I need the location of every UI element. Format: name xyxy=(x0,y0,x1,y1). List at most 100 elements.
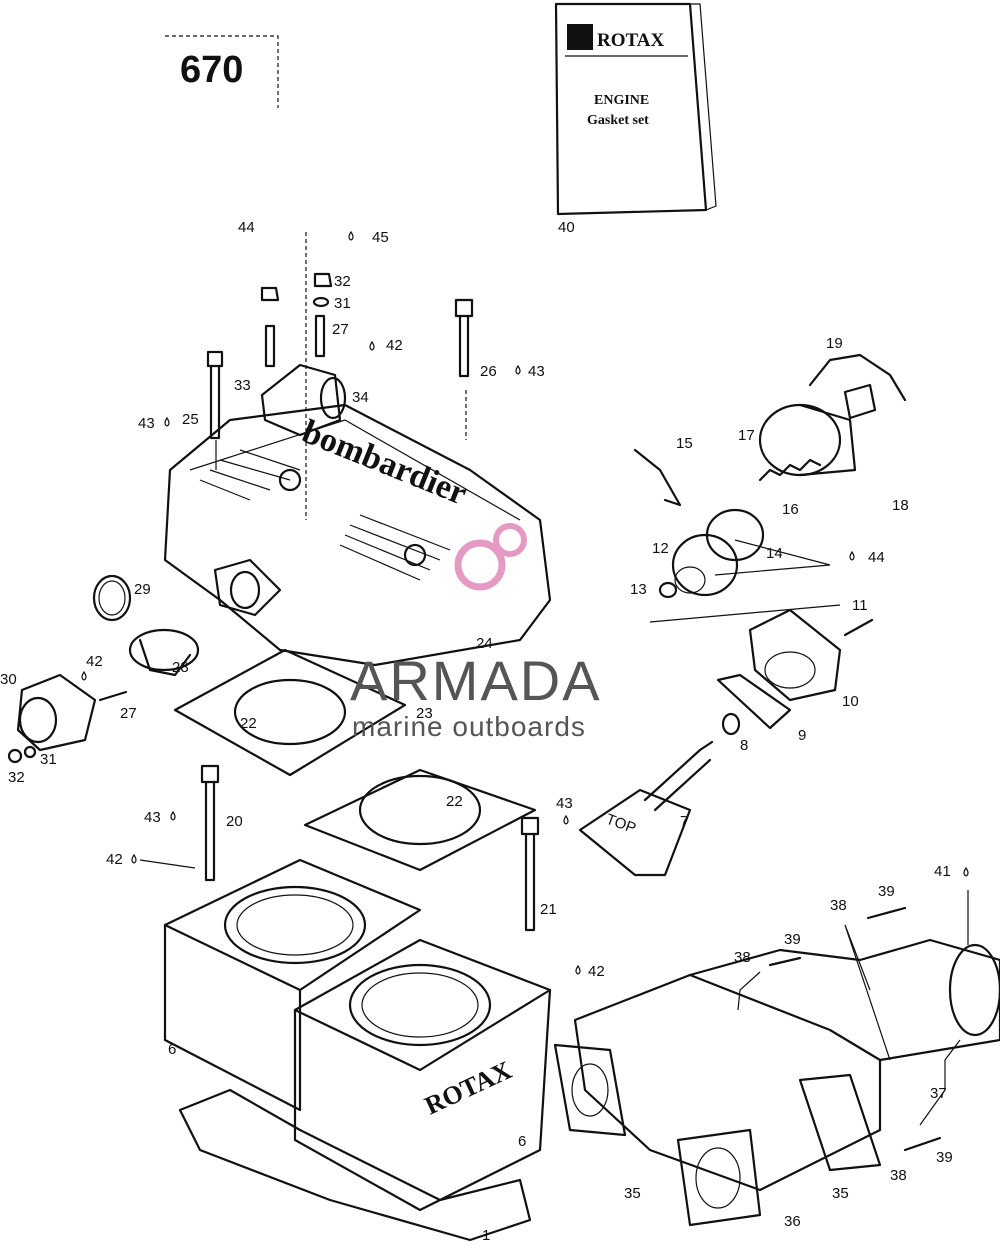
top-mark: TOP xyxy=(604,811,639,837)
washer-31 xyxy=(23,745,37,759)
callout-30: 30 xyxy=(0,671,17,688)
callout-6a: 6 xyxy=(168,1041,176,1058)
cap-18 xyxy=(843,383,877,420)
callout-6b: 6 xyxy=(518,1133,526,1150)
booklet-brand: ROTAX xyxy=(597,30,664,51)
nut-32 xyxy=(7,748,23,764)
callout-38a: 38 xyxy=(734,949,751,966)
booklet-line1: ENGINE xyxy=(594,93,649,108)
callout-23: 23 xyxy=(416,705,433,722)
callout-27b: 27 xyxy=(120,705,137,722)
leader-11 xyxy=(649,604,841,623)
callout-22a: 22 xyxy=(240,715,257,732)
cylinder-brand: ROTAX xyxy=(420,1055,516,1120)
callout-43b: 43 xyxy=(528,363,545,380)
screw-39a xyxy=(768,956,802,967)
bolt-26 xyxy=(454,298,474,378)
drop-icon xyxy=(515,364,521,375)
gasket-35-right xyxy=(798,1073,882,1172)
screw-11 xyxy=(843,618,874,637)
water-outlet xyxy=(260,363,347,437)
callout-35b: 35 xyxy=(832,1185,849,1202)
callout-31b: 31 xyxy=(40,751,57,768)
valve-shaft-7: TOP xyxy=(578,740,714,877)
valve-14 xyxy=(705,508,765,562)
screw-39c xyxy=(903,1136,942,1152)
callout-33: 33 xyxy=(234,377,251,394)
callout-28: 28 xyxy=(172,659,189,676)
seal-29 xyxy=(92,574,132,622)
callout-8: 8 xyxy=(740,737,748,754)
callout-10: 10 xyxy=(842,693,859,710)
callout-38b: 38 xyxy=(830,897,847,914)
booklet-line2: Gasket set xyxy=(587,113,649,128)
callout-26: 26 xyxy=(480,363,497,380)
callout-7: 7 xyxy=(680,813,688,830)
drop-icon xyxy=(81,670,87,681)
callout-11: 11 xyxy=(852,597,868,614)
callout-31a: 31 xyxy=(334,295,351,312)
callout-19: 19 xyxy=(826,335,843,352)
lubricant-drop-icons xyxy=(81,230,969,975)
callout-44a: 44 xyxy=(238,219,255,236)
head-gasket-right xyxy=(303,768,537,872)
callout-12: 12 xyxy=(652,540,669,557)
gasket-set-booklet: ROTAX ENGINE Gasket set xyxy=(554,2,717,216)
spring-clip-15 xyxy=(633,448,682,507)
callout-21: 21 xyxy=(540,901,557,918)
gasket-35-left xyxy=(553,1043,627,1137)
callout-20: 20 xyxy=(226,813,243,830)
callout-43c: 43 xyxy=(144,809,161,826)
callout-15: 15 xyxy=(676,435,693,452)
callout-37: 37 xyxy=(930,1085,947,1102)
callout-42d: 42 xyxy=(588,963,605,980)
screw-39b xyxy=(866,906,907,920)
hose-37 xyxy=(919,1039,961,1126)
watermark: ARMADA marine outboards xyxy=(350,523,602,742)
base-gasket xyxy=(178,1088,532,1242)
drop-icon xyxy=(563,814,569,825)
gasket-36 xyxy=(676,1128,762,1227)
drop-icon xyxy=(575,964,581,975)
callout-41: 41 xyxy=(934,863,951,880)
callout-9: 9 xyxy=(798,727,806,744)
leader-42-left xyxy=(139,859,196,869)
callout-38c: 38 xyxy=(890,1167,907,1184)
callout-14: 14 xyxy=(766,545,783,562)
cylinder-left xyxy=(163,858,422,1112)
callout-25: 25 xyxy=(182,411,199,428)
callout-35a: 35 xyxy=(624,1185,641,1202)
callout-27a: 27 xyxy=(332,321,349,338)
callout-40: 40 xyxy=(558,219,575,236)
head-gasket-left xyxy=(173,648,407,777)
drop-icon xyxy=(170,810,176,821)
cylinder-head: bombardier xyxy=(163,403,552,667)
cover-17 xyxy=(758,403,857,477)
seal-8 xyxy=(721,712,741,736)
diagram-title: 670 xyxy=(180,49,243,91)
callout-1: 1 xyxy=(482,1227,490,1244)
callout-24: 24 xyxy=(476,635,493,652)
drop-icon xyxy=(348,230,354,241)
callout-22b: 22 xyxy=(446,793,463,810)
gasket-9 xyxy=(716,673,792,730)
drop-icon xyxy=(963,866,969,877)
callout-34: 34 xyxy=(352,389,369,406)
callout-44b: 44 xyxy=(868,549,885,566)
title-frame xyxy=(165,35,279,108)
head-brand: bombardier xyxy=(297,413,472,512)
callout-45: 45 xyxy=(372,229,389,246)
exhaust-manifold xyxy=(573,938,1000,1192)
callout-43d: 43 xyxy=(556,795,573,812)
callout-42c: 42 xyxy=(106,851,123,868)
watermark-name: ARMADA xyxy=(350,649,602,712)
callout-16: 16 xyxy=(782,501,799,518)
bolt-21 xyxy=(520,816,540,932)
drop-icon xyxy=(369,340,375,351)
callout-32b: 32 xyxy=(8,769,25,786)
callout-43a: 43 xyxy=(138,415,155,432)
callout-42b: 42 xyxy=(86,653,103,670)
bolt-20 xyxy=(200,764,220,882)
